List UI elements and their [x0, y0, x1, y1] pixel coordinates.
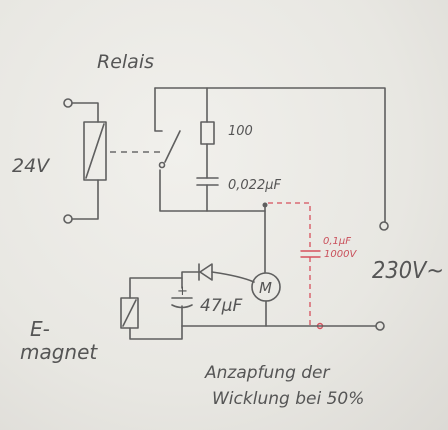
- terminal-mains-bottom: [375, 321, 385, 331]
- wire-coil-top: [71, 102, 99, 123]
- elco-label: 47µF: [200, 296, 242, 316]
- resistor-label: 100: [228, 124, 253, 139]
- relay-contact: [154, 87, 386, 223]
- red-wire-top: [268, 202, 311, 251]
- resistor: [200, 121, 215, 145]
- contact-upper-hook: [154, 87, 163, 132]
- terminal-mains-top: [379, 221, 389, 231]
- snubber-cap-label: 0,022µF: [228, 178, 281, 193]
- terminal-24v-bottom: [63, 214, 73, 224]
- supply-24v-label: 24V: [12, 155, 51, 177]
- relay-title: Relais: [97, 51, 154, 73]
- wire-motor-to-diode: [211, 271, 255, 283]
- tap-note-line1: Anzapfung der: [204, 363, 331, 383]
- wire-coil-bottom: [71, 179, 99, 220]
- elco-polarity: +: [177, 284, 188, 299]
- relay-coil-input: [63, 98, 160, 224]
- tap-note-line2: Wicklung bei 50%: [212, 389, 364, 409]
- wire-diode-left: [181, 271, 200, 289]
- motor-branch: [251, 202, 281, 327]
- red-cap-label-line2: 1000V: [324, 249, 357, 260]
- wire-contact-down: [159, 169, 266, 212]
- rc-snubber: [196, 87, 219, 212]
- red-capacitor: [268, 202, 324, 330]
- magnet-label-line2: magnet: [20, 340, 98, 364]
- e-magnet-diagonal: [122, 299, 137, 327]
- diode-triangle: [199, 263, 213, 281]
- magnet-circuit: [120, 263, 385, 340]
- wire-magnet-down: [129, 325, 183, 340]
- motor-symbol: M: [259, 279, 272, 297]
- red-cap-label-line1: 0,1µF: [323, 236, 351, 247]
- terminal-24v-top: [63, 98, 73, 108]
- wire-contact-top: [154, 87, 386, 223]
- contact-pivot: [158, 161, 166, 169]
- relay-coil-diagonal: [85, 123, 105, 179]
- magnet-label-line1: E-: [30, 317, 50, 341]
- relay-coil: [83, 121, 107, 181]
- contact-blade: [164, 130, 181, 163]
- wire-top-rail: [129, 277, 183, 299]
- mains-voltage-label: 230V~: [372, 258, 444, 284]
